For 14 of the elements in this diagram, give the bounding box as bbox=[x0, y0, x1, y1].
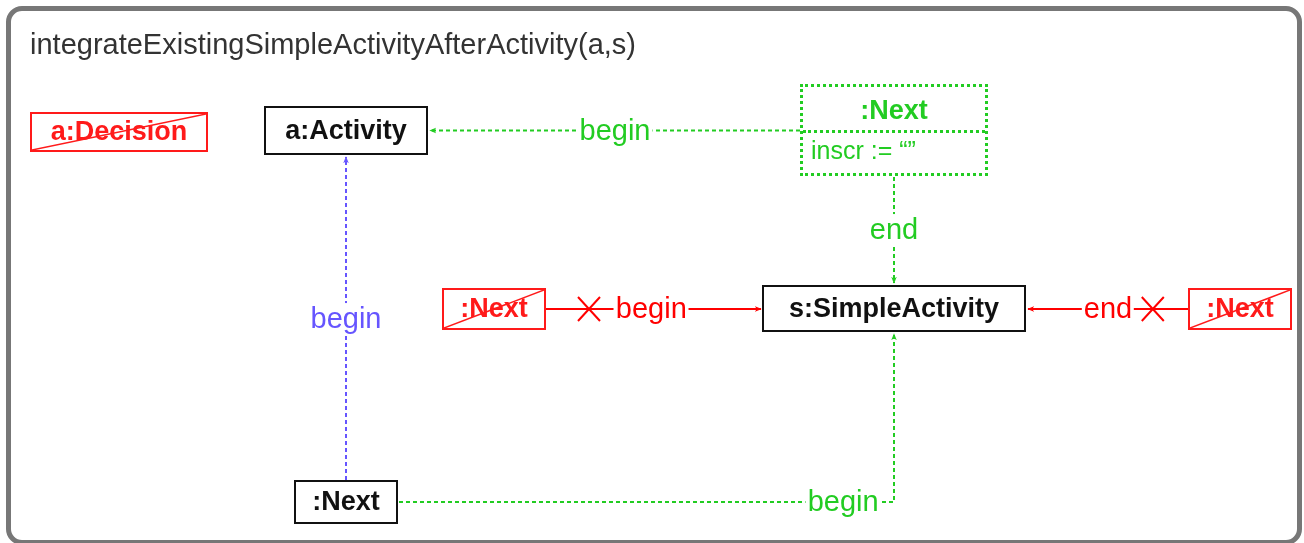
object-name: s:SimpleActivity bbox=[787, 291, 1001, 325]
object-box bbox=[294, 480, 398, 524]
arrow bbox=[398, 333, 897, 503]
object-box bbox=[264, 106, 428, 155]
object-name: :Next bbox=[859, 94, 929, 127]
attribute-assignment: inscr := “” bbox=[803, 129, 985, 168]
object-name: a:Activity bbox=[284, 113, 408, 147]
object-name: :Next bbox=[311, 485, 381, 519]
edge-label: begin bbox=[613, 293, 689, 325]
arrow bbox=[343, 156, 349, 481]
diagram-title: integrateExistingSimpleActivityAfterActivity(a,s) bbox=[30, 28, 636, 61]
object-box bbox=[762, 285, 1026, 332]
created-object-box bbox=[800, 84, 988, 176]
edge-label: begin bbox=[805, 486, 881, 518]
